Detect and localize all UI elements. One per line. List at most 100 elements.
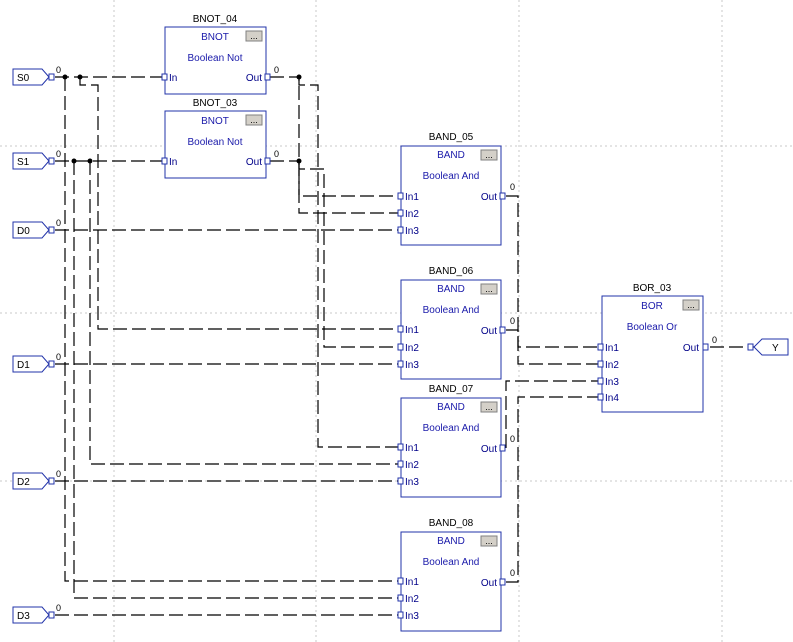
input-pin[interactable] — [397, 209, 404, 217]
block-band-05[interactable]: BAND_05 BAND ... Boolean And In1 In2 In3… — [397, 132, 515, 246]
output-pin[interactable] — [499, 578, 506, 586]
wire-nots0-band07-in1 — [298, 77, 398, 448]
output-pin[interactable] — [264, 157, 271, 165]
input-pin[interactable] — [397, 577, 404, 585]
input-label: D3 — [17, 611, 30, 622]
block-tag: BNOT_04 — [193, 14, 238, 25]
input-pin[interactable] — [397, 360, 404, 368]
block-band-06[interactable]: BAND_06 BAND ... Boolean And In1 In2 In3… — [397, 266, 515, 380]
input-label: D2 — [17, 477, 30, 488]
input-pin[interactable] — [597, 360, 604, 368]
input-pin[interactable] — [397, 192, 404, 200]
pin-label-in1: In1 — [405, 577, 419, 588]
output-tag-y[interactable]: Y — [747, 338, 789, 356]
block-description: Boolean Or — [627, 322, 678, 333]
block-config-button[interactable]: ... — [480, 535, 498, 547]
block-band-07[interactable]: BAND_07 BAND ... Boolean And In1 In2 In3… — [397, 384, 515, 498]
output-value: 0 — [274, 65, 279, 75]
input-pin[interactable] — [397, 325, 404, 333]
input-pin[interactable] — [397, 443, 404, 451]
wire-band05-bor-in1 — [506, 195, 598, 348]
wire-band06-bor-in2 — [506, 329, 598, 365]
wires — [55, 76, 755, 616]
input-tag-d2[interactable]: D2 0 — [12, 469, 61, 490]
pin-label-in3: In3 — [605, 377, 619, 388]
block-config-button[interactable]: ... — [245, 114, 263, 126]
output-pin[interactable] — [499, 326, 506, 334]
block-description: Boolean And — [423, 423, 480, 434]
pin-label-in3: In3 — [405, 360, 419, 371]
pin-label-in2: In2 — [405, 594, 419, 605]
pin-label-out: Out — [246, 157, 262, 168]
svg-text:...: ... — [250, 31, 258, 41]
input-pin[interactable] — [397, 477, 404, 485]
wire-nots0-band05-in1 — [270, 76, 398, 197]
input-tag-d1[interactable]: D1 0 — [12, 352, 61, 373]
input-tag-d0[interactable]: D0 0 — [12, 218, 61, 239]
block-bnot-04[interactable]: BNOT_04 BNOT ... Boolean Not In Out 0 — [161, 14, 279, 95]
output-value: 0 — [510, 182, 515, 192]
output-pin[interactable] — [264, 73, 271, 81]
input-value: 0 — [56, 218, 61, 228]
input-pin[interactable] — [397, 460, 404, 468]
pin-label-out: Out — [683, 343, 699, 354]
output-label: Y — [772, 343, 779, 354]
input-tag-s0[interactable]: S0 0 — [12, 65, 61, 86]
block-tag: BAND_05 — [429, 132, 474, 143]
block-tag: BOR_03 — [633, 283, 672, 294]
input-label: S0 — [17, 73, 30, 84]
input-pin[interactable] — [597, 377, 604, 385]
input-value: 0 — [56, 149, 61, 159]
svg-text:...: ... — [485, 150, 493, 160]
block-description: Boolean And — [423, 305, 480, 316]
pin-label-out: Out — [481, 444, 497, 455]
wire-s0-band08-in1 — [64, 77, 398, 582]
output-value: 0 — [510, 316, 515, 326]
block-bor-03[interactable]: BOR_03 BOR ... Boolean Or In1 In2 In3 In… — [597, 283, 717, 413]
block-config-button[interactable]: ... — [245, 30, 263, 42]
input-pin[interactable] — [597, 393, 604, 401]
input-pin[interactable] — [161, 73, 168, 81]
wire-s1-band07-in2 — [89, 161, 398, 465]
block-config-button[interactable]: ... — [682, 299, 700, 311]
block-config-button[interactable]: ... — [480, 283, 498, 295]
output-value: 0 — [510, 434, 515, 444]
input-label: D0 — [17, 226, 30, 237]
input-pin[interactable] — [161, 157, 168, 165]
input-pin[interactable] — [397, 611, 404, 619]
input-tag-s1[interactable]: S1 0 — [12, 149, 61, 170]
input-pin[interactable] — [397, 594, 404, 602]
pin-label-in: In — [169, 73, 177, 84]
block-tag: BAND_07 — [429, 384, 474, 395]
output-value: 0 — [712, 335, 717, 345]
block-band-08[interactable]: BAND_08 BAND ... Boolean And In1 In2 In3… — [397, 518, 515, 632]
output-pin[interactable] — [499, 444, 506, 452]
wire-s0-band06-in1 — [79, 77, 398, 330]
input-label: S1 — [17, 157, 30, 168]
block-type: BAND — [437, 402, 465, 413]
output-value: 0 — [274, 149, 279, 159]
wire-band07-bor-in3 — [505, 380, 598, 448]
input-pin[interactable] — [597, 343, 604, 351]
input-pin[interactable] — [397, 226, 404, 234]
pin-label-out: Out — [481, 326, 497, 337]
svg-text:...: ... — [687, 300, 695, 310]
block-config-button[interactable]: ... — [480, 149, 498, 161]
input-tag-d3[interactable]: D3 0 — [12, 603, 61, 624]
block-tag: BNOT_03 — [193, 98, 238, 109]
input-value: 0 — [56, 469, 61, 479]
pin-label-in: In — [169, 157, 177, 168]
block-type: BAND — [437, 150, 465, 161]
output-pin[interactable] — [499, 192, 506, 200]
input-value: 0 — [56, 352, 61, 362]
wire-band08-bor-in4 — [506, 396, 598, 583]
block-bnot-03[interactable]: BNOT_03 BNOT ... Boolean Not In Out 0 — [161, 98, 279, 179]
pin-label-in3: In3 — [405, 611, 419, 622]
pin-label-in1: In1 — [605, 343, 619, 354]
block-config-button[interactable]: ... — [480, 401, 498, 413]
input-pin[interactable] — [397, 343, 404, 351]
output-value: 0 — [510, 568, 515, 578]
output-pin[interactable] — [702, 343, 709, 351]
pin-label-out: Out — [246, 73, 262, 84]
